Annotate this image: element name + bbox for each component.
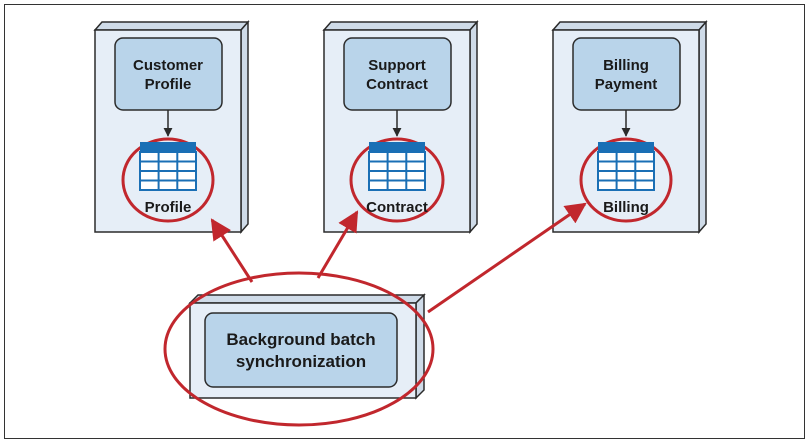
node-support-contract: Support Contract Contract xyxy=(322,20,479,234)
service-label-line1: Support xyxy=(368,57,426,74)
database-table-icon xyxy=(597,142,655,191)
database-table-icon xyxy=(368,142,426,191)
service-box-support-contract: Support Contract xyxy=(343,37,452,111)
db-label: Billing xyxy=(603,199,649,216)
db-highlight-circle xyxy=(579,137,673,223)
database-table-icon xyxy=(139,142,197,191)
batch-label-line2: synchronization xyxy=(236,352,366,371)
service-box-customer-profile: Customer Profile xyxy=(114,37,223,111)
service-box-background-batch: Background batch synchronization xyxy=(204,312,398,388)
db-highlight-circle xyxy=(349,137,445,223)
db-highlight-circle xyxy=(121,137,215,223)
service-box-billing-payment: Billing Payment xyxy=(572,37,681,111)
sync-arrow-to-billing xyxy=(427,202,587,314)
batch-highlight-ellipse xyxy=(163,271,435,427)
service-label-line2: Payment xyxy=(595,76,658,93)
db-label: Profile xyxy=(145,199,192,216)
batch-label-line1: Background batch xyxy=(226,330,375,349)
node-background-batch: Background batch synchronization xyxy=(163,271,435,427)
service-label-line1: Customer xyxy=(133,57,203,74)
sync-arrows xyxy=(210,202,587,314)
sync-arrow-to-contract xyxy=(316,210,359,279)
service-label-line2: Contract xyxy=(366,76,428,93)
service-label-line1: Billing xyxy=(603,57,649,74)
sync-arrow-to-profile xyxy=(210,218,254,283)
node-billing-payment: Billing Payment Billing xyxy=(551,20,708,234)
service-label-line2: Profile xyxy=(145,76,192,93)
node-customer-profile: Customer Profile Profile xyxy=(93,20,250,234)
db-label: Contract xyxy=(366,199,428,216)
